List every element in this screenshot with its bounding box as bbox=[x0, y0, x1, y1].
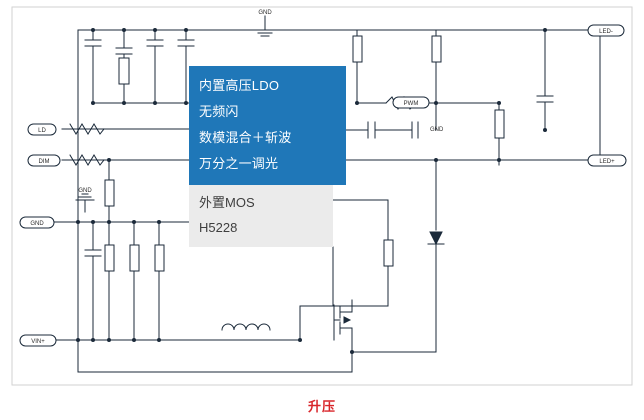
pin-label-ld: LD bbox=[38, 128, 46, 134]
pin-label-led-minus: LED- bbox=[599, 29, 613, 35]
part-line-2: H5228 bbox=[199, 220, 238, 235]
callout-line-4: 万分之一调光 bbox=[199, 156, 279, 171]
part-info-box: 外置MOS H5228 bbox=[189, 185, 333, 247]
part-line-1: 外置MOS bbox=[199, 195, 255, 210]
pin-label-led-plus: LED+ bbox=[599, 159, 615, 165]
callout-line-1: 内置高压LDO bbox=[199, 78, 280, 93]
callout-line-2: 无频闪 bbox=[199, 104, 239, 119]
node-label-gnd-top: GND bbox=[258, 10, 272, 16]
node-label-gnd-left: GND bbox=[78, 188, 92, 194]
callout-line-3: 数模混合＋斩波 bbox=[199, 130, 292, 145]
pin-label-dim: DIM bbox=[39, 159, 50, 165]
pin-label-gnd: GND bbox=[30, 221, 44, 227]
diagram-caption: 升压 bbox=[307, 399, 336, 414]
node-label-gnd-inline: GND bbox=[430, 127, 444, 133]
pin-label-pwm: PWM bbox=[404, 101, 419, 107]
feature-callout-box: 内置高压LDO 无频闪 数模混合＋斩波 万分之一调光 bbox=[189, 66, 346, 185]
pin-label-vin-plus: VIN+ bbox=[31, 339, 45, 345]
